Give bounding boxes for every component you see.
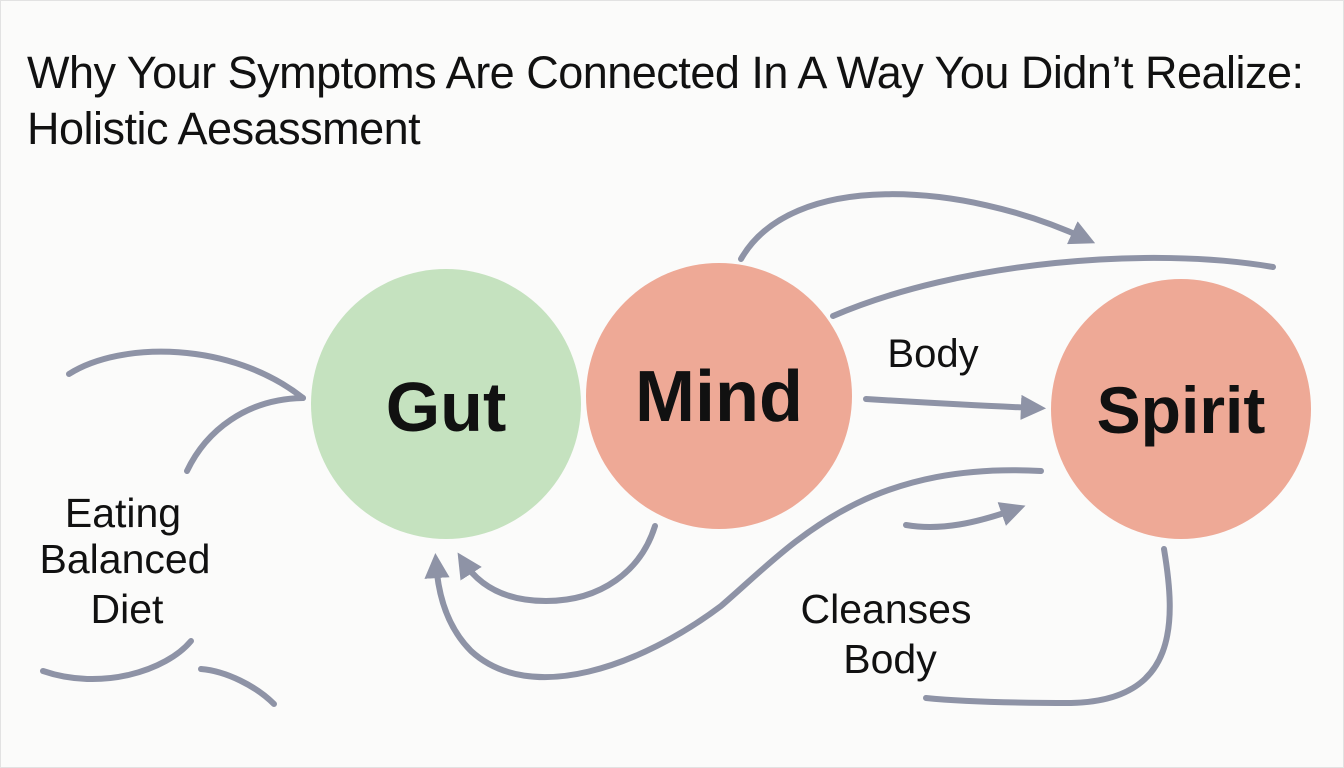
mind-to-right-edge-line	[830, 254, 1276, 319]
eating-line-3: Diet	[91, 586, 165, 632]
left-top-connector	[66, 348, 306, 401]
mind-circle	[586, 263, 852, 529]
bottom-left-tail	[198, 666, 277, 707]
cleanses-body-label: Cleanses Body	[801, 586, 972, 682]
spirit-down-loop	[923, 546, 1173, 707]
long-arc-to-gut-arrow	[424, 467, 1044, 681]
left-lower-connector	[184, 395, 306, 474]
mind-label: Mind	[635, 357, 803, 437]
eating-line-1: Eating	[65, 490, 181, 536]
gut-label: Gut	[386, 368, 507, 446]
page-title: Why Your Symptoms Are Connected In A Way…	[27, 47, 1304, 154]
spirit-circle	[1051, 279, 1311, 539]
short-arrow-to-spirit	[903, 502, 1026, 530]
node-gut: Gut	[311, 269, 581, 539]
gut-circle	[311, 269, 581, 539]
node-spirit: Spirit	[1051, 279, 1311, 539]
bottom-left-curve	[40, 638, 194, 682]
eating-balanced-diet-label: Eating Balanced Diet	[40, 490, 211, 632]
cleanses-line-2: Body	[843, 636, 937, 682]
spirit-label: Spirit	[1097, 373, 1266, 447]
eating-line-2: Balanced	[40, 536, 211, 582]
top-arc-arrow	[738, 191, 1096, 262]
mind-to-gut-return-arrow	[457, 523, 658, 605]
connectors	[40, 191, 1276, 707]
node-mind: Mind	[586, 263, 852, 529]
body-label: Body	[887, 332, 978, 376]
mind-to-spirit-arrow	[863, 394, 1047, 420]
cleanses-line-1: Cleanses	[801, 586, 972, 632]
